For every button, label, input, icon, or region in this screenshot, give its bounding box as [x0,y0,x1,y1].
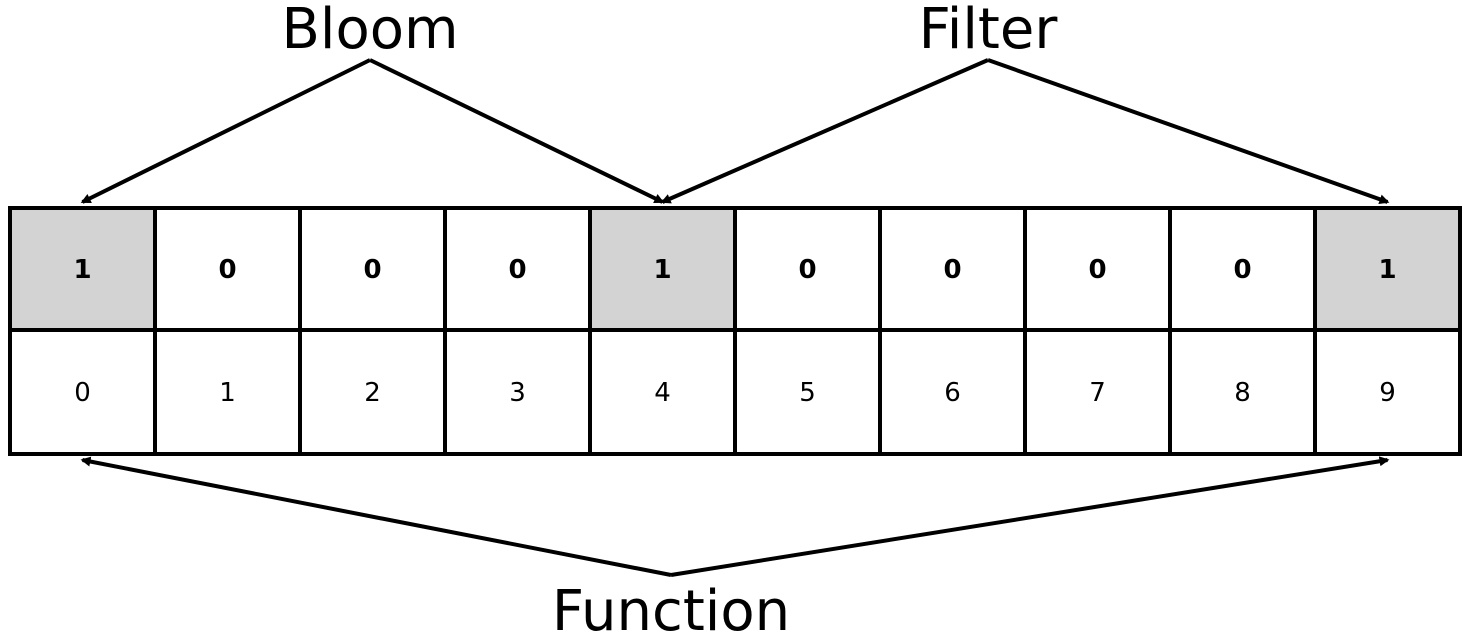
bit-value: 1 [653,255,671,285]
index-cell [1313,328,1462,456]
index-label: 8 [1234,378,1251,408]
index-cell [298,328,447,456]
arrow-filter-to-cell [987,58,1390,205]
bit-value: 1 [73,255,91,285]
arrow-filter-to-cell [660,58,989,204]
arrow-function-to-cell [80,456,672,577]
bit-value: 1 [1378,255,1396,285]
index-label: 2 [364,378,381,408]
index-label: 9 [1379,378,1396,408]
index-label: 6 [944,378,961,408]
index-label: 3 [509,378,526,408]
bit-cell [443,206,592,332]
index-cell [878,328,1027,456]
bit-value: 0 [1088,255,1106,285]
bit-cell [1168,206,1317,332]
label-bloom: Bloom [281,0,458,62]
arrow-bloom-to-cell [80,58,371,204]
index-cell [153,328,302,456]
bit-value: 0 [943,255,961,285]
index-label: 1 [219,378,236,408]
index-cell [588,328,737,456]
index-cell [733,328,882,456]
index-label: 0 [74,378,91,408]
arrows-layer [80,58,1390,577]
bit-cell [1313,206,1462,332]
arrow-bloom-to-cell [369,58,665,204]
bit-value: 0 [363,255,381,285]
arrow-function-to-cell [670,456,1390,577]
label-function: Function [552,579,790,640]
bit-value: 0 [798,255,816,285]
label-filter: Filter [919,0,1059,62]
bit-cell [298,206,447,332]
index-cell [1168,328,1317,456]
bit-value: 0 [218,255,236,285]
bit-value: 0 [1233,255,1251,285]
bit-array: 1 0 0 1 0 2 0 3 1 4 0 5 0 6 0 7 0 8 1 9 [8,206,1462,456]
index-label: 7 [1089,378,1106,408]
bit-cell [878,206,1027,332]
bit-value: 0 [508,255,526,285]
index-cell [443,328,592,456]
index-label: 4 [654,378,671,408]
index-label: 5 [799,378,816,408]
